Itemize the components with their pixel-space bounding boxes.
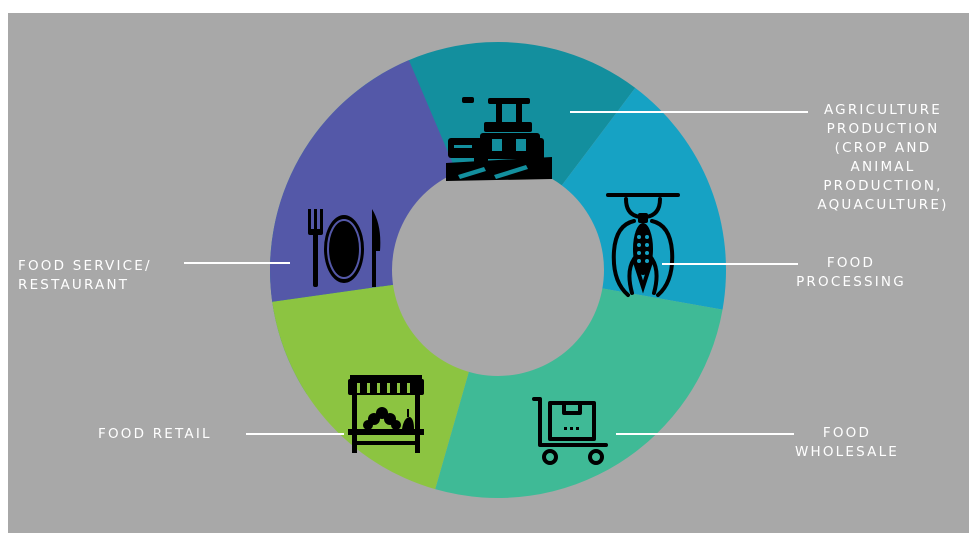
label-retail: FOOD RETAIL — [98, 426, 212, 442]
donut-hole — [392, 164, 604, 376]
diagram-canvas: AGRICULTURE PRODUCTION (CROP AND ANIMAL … — [8, 13, 969, 533]
tractor-icon — [446, 97, 552, 181]
label-service: FOOD SERVICE/ RESTAURANT — [18, 258, 152, 293]
plate-cutlery-icon — [308, 209, 381, 287]
connector-processing — [662, 263, 798, 265]
label-wholesale: FOOD WHOLESALE — [794, 425, 900, 460]
cargo-cart-icon — [532, 397, 608, 465]
connector-service — [184, 262, 290, 264]
connector-retail — [246, 433, 344, 435]
connector-agriculture — [570, 111, 808, 113]
corn-machine-icon — [606, 193, 680, 297]
label-agriculture: AGRICULTURE PRODUCTION (CROP AND ANIMAL … — [817, 102, 949, 213]
connector-wholesale — [616, 433, 794, 435]
market-stall-icon — [348, 375, 424, 453]
label-processing: FOOD PROCESSING — [796, 255, 906, 290]
